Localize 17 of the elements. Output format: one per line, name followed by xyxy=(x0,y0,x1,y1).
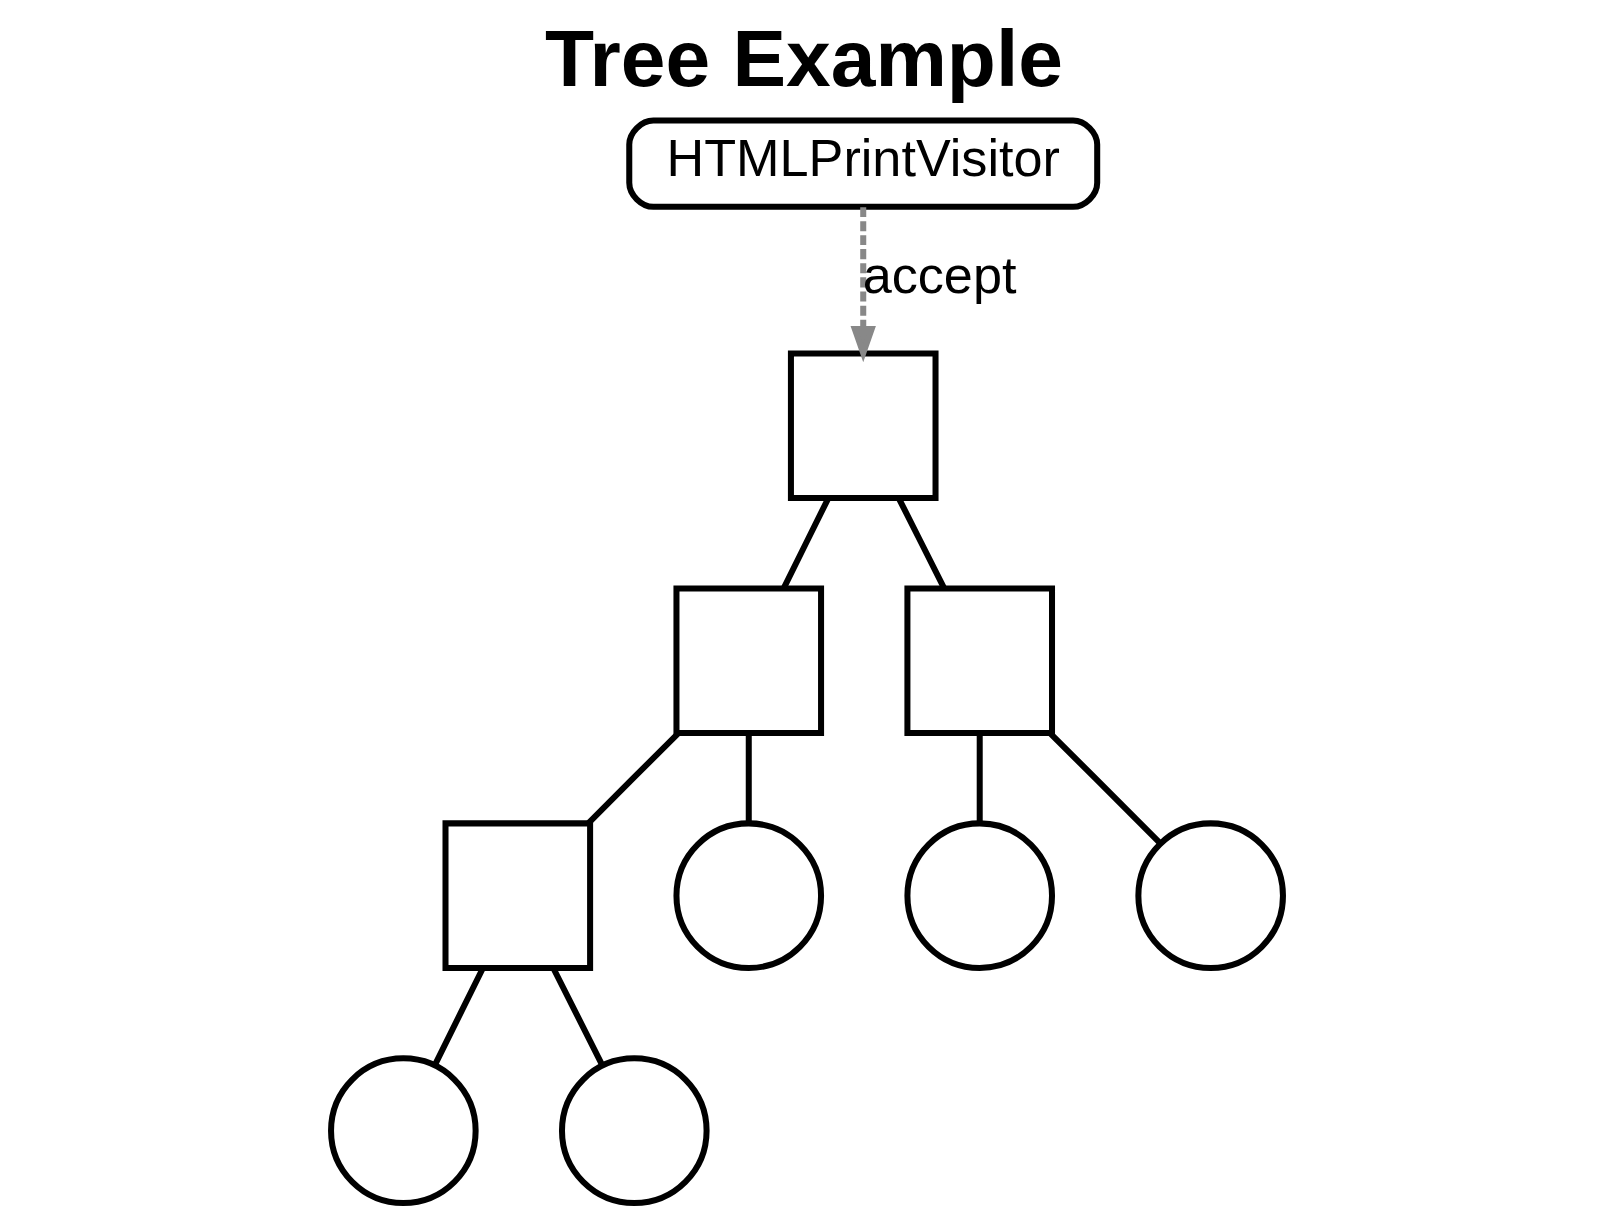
node-circle xyxy=(327,1055,479,1206)
node-circle xyxy=(672,820,824,971)
node-box xyxy=(672,585,824,736)
node-box xyxy=(903,585,1055,736)
node-circle xyxy=(558,1055,710,1206)
node-box: HTMLPrintVisitor xyxy=(625,117,1100,210)
connector xyxy=(586,731,680,825)
node-box xyxy=(787,350,939,502)
connector xyxy=(745,733,752,823)
node-circle xyxy=(1134,820,1286,971)
node-circle xyxy=(903,820,1055,971)
edge-label: accept xyxy=(862,245,1016,304)
connector xyxy=(1047,731,1162,846)
connector xyxy=(976,733,983,823)
node-box xyxy=(442,820,593,971)
arrow xyxy=(850,207,876,363)
diagram-title: Tree Example xyxy=(544,13,1063,104)
